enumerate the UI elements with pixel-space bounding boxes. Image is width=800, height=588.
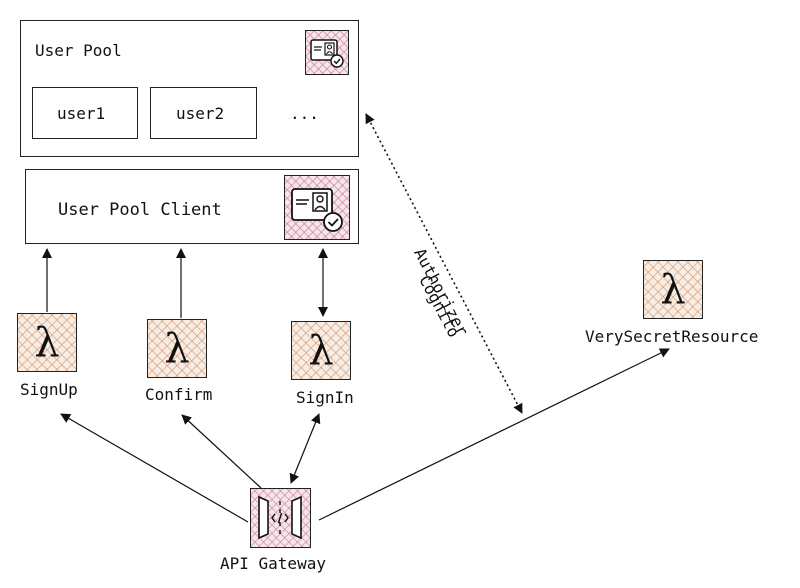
user2-label: user2: [176, 104, 225, 123]
user-pool-title: User Pool: [35, 41, 122, 60]
user1-label: user1: [57, 104, 106, 123]
confirm-label: Confirm: [145, 385, 213, 404]
signin-label: SignIn: [296, 388, 354, 407]
user-pool-client-title: User Pool Client: [58, 200, 222, 220]
user1-box: [32, 87, 138, 139]
api-to-confirm-arrow: [181, 414, 262, 489]
more-users-ellipsis: ...: [290, 104, 319, 123]
signup-label: SignUp: [20, 380, 78, 399]
user2-box: [150, 87, 257, 139]
api-gateway-icon: [250, 488, 311, 548]
confirm-lambda-icon: λ: [147, 319, 207, 378]
api-to-signup-arrow: [60, 413, 249, 523]
signup-lambda-icon: λ: [17, 313, 77, 372]
api-to-secret-arrow: [318, 348, 670, 521]
secret-resource-label: VerySecretResource: [585, 327, 759, 346]
secret-resource-lambda-icon: λ: [643, 260, 703, 319]
api-gateway-label: API Gateway: [220, 554, 326, 573]
cognito-authorizer-arrow: [365, 113, 523, 414]
user-pool-icon: [305, 30, 349, 75]
api-signin-arrow: [289, 413, 321, 484]
user-pool-client-icon: [284, 175, 350, 240]
signin-lambda-icon: λ: [291, 321, 351, 380]
